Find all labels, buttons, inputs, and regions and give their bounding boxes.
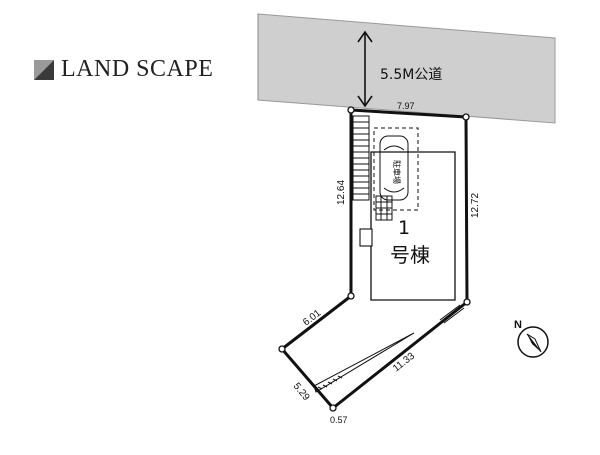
dim-bottom-left: 5.29	[291, 381, 312, 403]
legend: LAND SCAPE	[34, 56, 213, 83]
car-icon	[379, 135, 409, 201]
building-notch	[359, 228, 373, 247]
road-width-arrow	[357, 30, 373, 108]
svg-text:N: N	[514, 319, 522, 331]
lot-corners	[278, 106, 471, 412]
building-number: 1	[398, 217, 410, 239]
north-arrow-icon: N	[514, 319, 549, 358]
dim-right: 12.72	[470, 193, 481, 218]
legend-square-icon	[34, 59, 54, 80]
hatched-wedge	[313, 332, 415, 393]
parking-area	[373, 127, 419, 211]
road-label: 5.5M公道	[380, 67, 442, 83]
entrance-stairs	[352, 115, 370, 201]
legend-label: LAND SCAPE	[61, 56, 214, 82]
building-suffix: 号棟	[390, 243, 430, 267]
dim-front: 7.97	[397, 101, 415, 111]
edge-marker	[439, 304, 465, 324]
dim-bottom-tip: 0.57	[330, 415, 348, 425]
dim-lower-right-diag: 11.33	[391, 350, 417, 374]
parking-label: 駐車場	[392, 160, 402, 184]
building-footprint	[370, 151, 456, 301]
dim-left: 12.64	[336, 180, 347, 205]
